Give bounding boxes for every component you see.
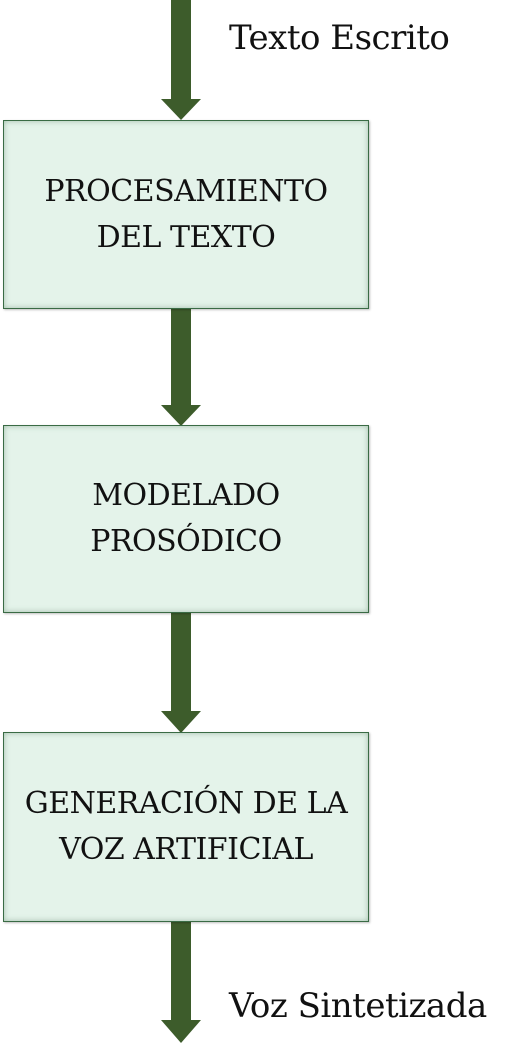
input-label: Texto Escrito <box>229 18 450 58</box>
step-box-label: MODELADO PROSÓDICO <box>90 473 282 565</box>
step-box-voice-generation: GENERACIÓN DE LA VOZ ARTIFICIAL <box>3 732 369 922</box>
step-box-label: PROCESAMIENTO DEL TEXTO <box>44 169 328 261</box>
step-box-text-processing: PROCESAMIENTO DEL TEXTO <box>3 120 369 309</box>
output-label: Voz Sintetizada <box>229 986 487 1026</box>
step-label-line: MODELADO <box>92 478 280 513</box>
arrow-output <box>161 922 201 1043</box>
arrow-step2-to-step3 <box>161 613 201 733</box>
arrow-input <box>161 0 201 120</box>
step-label-line: PROSÓDICO <box>90 524 282 559</box>
step-box-label: GENERACIÓN DE LA VOZ ARTIFICIAL <box>25 781 348 873</box>
arrow-step1-to-step2 <box>161 309 201 426</box>
step-label-line: DEL TEXTO <box>96 219 276 255</box>
step-label-line: GENERACIÓN DE LA <box>24 786 348 821</box>
step-box-prosodic-modeling: MODELADO PROSÓDICO <box>3 425 369 613</box>
step-label-line: VOZ ARTIFICIAL <box>59 832 313 867</box>
step-label-line: PROCESAMIENTO <box>44 173 328 209</box>
